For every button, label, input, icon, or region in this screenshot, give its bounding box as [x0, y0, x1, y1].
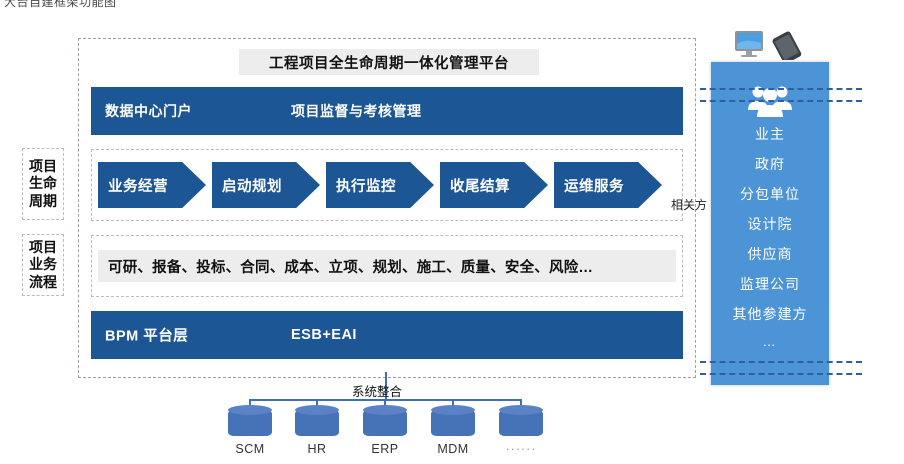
- system-stem: [249, 399, 251, 410]
- device-icons: [733, 30, 813, 64]
- connector-dash-top-2: [700, 100, 862, 102]
- bpm-left-label: BPM 平台层: [105, 328, 189, 345]
- lifecycle-arrows: 业务经营 启动规划 执行监控 收尾结算 运维服务: [98, 162, 662, 208]
- process-row: 可研、报备、投标、合同、成本、立项、规划、施工、质量、安全、风险…: [91, 235, 683, 297]
- page-title: 工程项目全生命周期一体化管理平台: [239, 49, 539, 75]
- process-items: 可研、报备、投标、合同、成本、立项、规划、施工、质量、安全、风险…: [98, 250, 676, 282]
- system-integration-vertical-line: [385, 372, 387, 400]
- database-icon: [363, 405, 407, 436]
- connector-dash-bottom-2: [700, 373, 862, 375]
- related-party-label: 相关方: [671, 198, 708, 212]
- top-caption: 大台自建框架功能图: [4, 0, 117, 9]
- bpm-platform-band: BPM 平台层 ESB+EAI: [91, 311, 683, 359]
- portal-right-label: 项目监督与考核管理: [291, 103, 422, 119]
- system-item-scm[interactable]: SCM: [222, 399, 278, 456]
- stakeholder-item-1[interactable]: 业主: [755, 126, 785, 142]
- system-item-mdm[interactable]: MDM: [425, 399, 481, 456]
- database-icon: [499, 405, 543, 436]
- sidebar-label-lifecycle: 项目 生命 周期: [22, 148, 64, 220]
- smartphone-icon: [772, 31, 802, 64]
- system-stem: [316, 399, 318, 410]
- data-center-portal-band: 数据中心门户 项目监督与考核管理: [91, 87, 683, 135]
- system-item-erp[interactable]: ERP: [357, 399, 413, 456]
- lifecycle-stage-3[interactable]: 执行监控: [326, 162, 434, 208]
- sidebar-label-process: 项目 业务 流程: [22, 234, 64, 296]
- bpm-right-label: ESB+EAI: [291, 327, 357, 343]
- system-stem: [520, 399, 522, 410]
- process-label-line-3: 流程: [29, 273, 57, 290]
- portal-left-label: 数据中心门户: [105, 103, 192, 119]
- lifecycle-stage-1[interactable]: 业务经营: [98, 162, 206, 208]
- lifecycle-label-line-2: 生命: [29, 175, 57, 192]
- stakeholder-item-3[interactable]: 分包单位: [740, 186, 800, 202]
- people-group-icon: [742, 84, 798, 118]
- stakeholder-item-2[interactable]: 政府: [755, 156, 785, 172]
- system-item-more[interactable]: ······: [493, 399, 549, 456]
- system-stem: [452, 399, 454, 410]
- system-label: MDM: [437, 442, 469, 456]
- database-icon: [228, 405, 272, 436]
- lifecycle-stage-5[interactable]: 运维服务: [554, 162, 662, 208]
- system-label: SCM: [235, 442, 265, 456]
- lifecycle-stage-2[interactable]: 启动规划: [212, 162, 320, 208]
- process-label-line-1: 项目: [29, 238, 57, 255]
- stakeholder-item-7[interactable]: 其他参建方: [732, 306, 808, 322]
- system-label: ······: [505, 442, 537, 456]
- stakeholder-panel: 业主 政府 分包单位 设计院 供应商 监理公司 其他参建方 …: [711, 62, 829, 385]
- stakeholder-list: 业主 政府 分包单位 设计院 供应商 监理公司 其他参建方 …: [711, 124, 829, 349]
- system-item-hr[interactable]: HR: [289, 399, 345, 456]
- system-integration-label: 系统整合: [352, 385, 403, 399]
- stakeholder-item-4[interactable]: 设计院: [747, 216, 793, 232]
- process-label-line-2: 业务: [29, 256, 57, 273]
- lifecycle-label-line-3: 周期: [29, 192, 57, 209]
- monitor-icon: [735, 31, 763, 57]
- stakeholder-item-more: …: [762, 334, 778, 349]
- stakeholder-item-5[interactable]: 供应商: [747, 246, 793, 262]
- lifecycle-row: 业务经营 启动规划 执行监控 收尾结算 运维服务: [91, 149, 683, 221]
- system-stem: [384, 399, 386, 410]
- connector-dash-top-1: [700, 88, 862, 90]
- stakeholder-item-6[interactable]: 监理公司: [740, 276, 800, 292]
- system-label: HR: [307, 442, 327, 456]
- platform-frame: 工程项目全生命周期一体化管理平台 数据中心门户 项目监督与考核管理 业务经营 启…: [78, 38, 696, 378]
- lifecycle-stage-4[interactable]: 收尾结算: [440, 162, 548, 208]
- lifecycle-label-line-1: 项目: [29, 157, 57, 174]
- system-list: SCM HR ERP MDM ······: [0, 399, 904, 461]
- system-label: ERP: [371, 442, 399, 456]
- database-icon: [295, 405, 339, 436]
- connector-dash-bottom-1: [700, 361, 862, 363]
- database-icon: [431, 405, 475, 436]
